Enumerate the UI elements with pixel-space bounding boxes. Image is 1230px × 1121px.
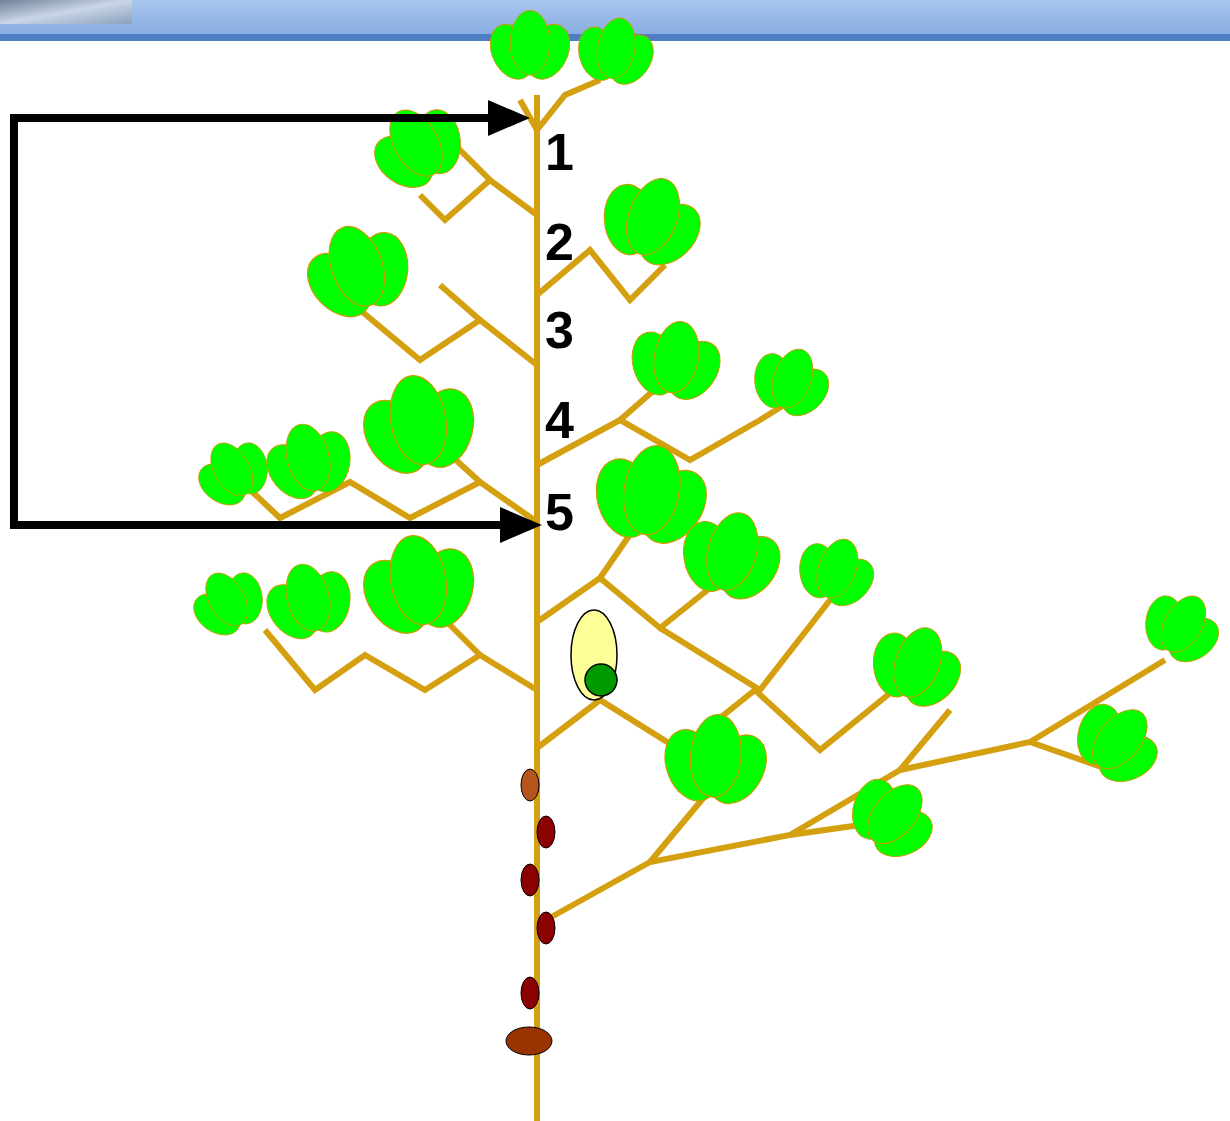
branch — [537, 578, 720, 628]
branch — [440, 285, 480, 320]
arrowhead — [500, 507, 542, 543]
leaf — [1051, 680, 1180, 807]
callout-number: 1 — [545, 126, 574, 178]
leaf — [482, 10, 578, 86]
leaf — [345, 524, 495, 651]
leaf — [736, 334, 846, 432]
leaf — [180, 423, 288, 524]
young-pod — [585, 664, 617, 696]
leaf — [352, 85, 487, 211]
branch — [660, 600, 830, 690]
branch — [265, 630, 537, 690]
stem-node — [537, 912, 555, 944]
leaf — [826, 755, 955, 882]
callout-number: 2 — [545, 216, 574, 268]
leaf — [851, 610, 980, 726]
leaf — [175, 553, 283, 654]
leaf — [285, 206, 434, 339]
header-picture — [0, 0, 132, 24]
leaves — [175, 10, 1230, 882]
leaf — [781, 524, 891, 622]
leaf — [564, 10, 666, 96]
branch — [900, 710, 950, 770]
leaf — [250, 551, 369, 655]
stem-node — [521, 977, 539, 1009]
leaf — [615, 312, 735, 414]
callout-number: 3 — [545, 304, 574, 356]
arrowhead — [488, 100, 530, 136]
callout-number: 4 — [545, 394, 574, 446]
main-stem — [534, 95, 540, 1121]
leaf — [650, 709, 781, 816]
branch — [790, 825, 860, 835]
bracket-line — [14, 118, 505, 525]
stem-node — [537, 816, 555, 848]
cotyledon-node — [506, 1027, 552, 1055]
branch — [360, 310, 537, 365]
flower — [571, 610, 617, 700]
leaf — [1124, 575, 1230, 682]
branches — [245, 80, 1165, 1121]
leaf — [580, 159, 722, 286]
branch — [537, 80, 600, 130]
stem-node — [521, 769, 539, 801]
stem-node — [521, 864, 539, 896]
branch — [420, 180, 537, 220]
bracket-arrow — [14, 100, 542, 543]
leaf — [662, 498, 800, 618]
leaf — [250, 411, 369, 515]
branch — [537, 660, 1165, 925]
leaf — [345, 364, 495, 491]
callout-number: 5 — [545, 486, 574, 538]
